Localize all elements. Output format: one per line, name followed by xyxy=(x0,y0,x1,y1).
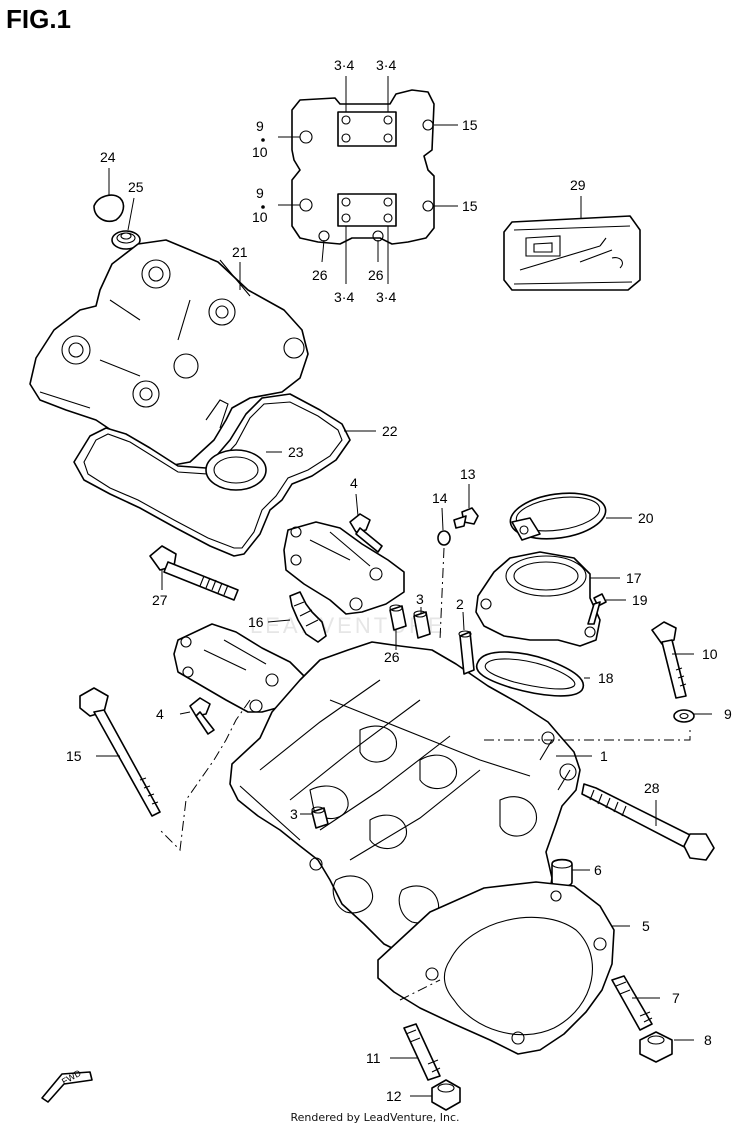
inset-label-bottom-left: 3·4 xyxy=(334,289,354,305)
callout-15: 15 xyxy=(66,748,82,764)
callout-6: 6 xyxy=(594,862,602,878)
cap-part-24 xyxy=(93,168,125,222)
callout-10: 10 xyxy=(702,646,718,662)
callout-12: 12 xyxy=(386,1088,402,1104)
callout-28: 28 xyxy=(644,780,660,796)
callout-18: 18 xyxy=(598,670,614,686)
callout-9: 9 xyxy=(724,706,732,722)
nut-part-8 xyxy=(639,1031,694,1063)
nut-part-12 xyxy=(410,1079,461,1111)
stud-part-11 xyxy=(390,1023,441,1081)
callout-25: 25 xyxy=(128,179,144,195)
bolt-part-27 xyxy=(149,545,239,601)
fwd-label: FWD xyxy=(60,1068,83,1087)
callout-17: 17 xyxy=(626,570,642,586)
dowel-part-3-upper xyxy=(413,607,431,639)
callout-11: 11 xyxy=(366,1050,381,1066)
screw-part-19 xyxy=(587,593,626,625)
washer-part-9 xyxy=(673,709,712,723)
torque-sequence-inset xyxy=(261,76,458,284)
camshaft-holder-upper xyxy=(283,521,405,615)
inset-label-9a: 9 xyxy=(256,118,264,134)
bolt-part-4-lower xyxy=(179,697,215,735)
washer-part-14 xyxy=(437,507,451,546)
inset-labels: 3·4 3·4 3·4 3·4 9 10 9 10 15 15 26 26 xyxy=(252,57,478,305)
callout-14: 14 xyxy=(432,490,448,506)
grommet-part-25 xyxy=(111,197,141,250)
inset-label-top-right: 3·4 xyxy=(376,57,396,73)
stud-part-7 xyxy=(611,975,660,1031)
callout-26: 26 xyxy=(384,649,400,665)
inset-label-top-left: 3·4 xyxy=(334,57,354,73)
callout-16: 16 xyxy=(248,614,264,630)
callout-4-upper: 4 xyxy=(350,475,358,491)
bolt-part-4-upper xyxy=(349,493,383,553)
callout-20: 20 xyxy=(638,510,654,526)
callout-29: 29 xyxy=(570,177,586,193)
inset-label-10b: 10 xyxy=(252,209,268,225)
assembly-guide-lines xyxy=(159,547,691,1001)
callout-labels: 1 2 3 3 4 4 5 6 7 8 9 10 11 12 13 14 15 … xyxy=(66,149,732,1104)
footer-credit: Rendered by LeadVenture, Inc. xyxy=(290,1111,460,1124)
callout-21: 21 xyxy=(232,244,248,260)
inset-label-15a: 15 xyxy=(462,117,478,133)
callout-4-lower: 4 xyxy=(156,706,164,722)
callout-23: 23 xyxy=(288,444,304,460)
inset-label-26a: 26 xyxy=(312,267,328,283)
bolt-part-10 xyxy=(651,621,694,699)
bolt-part-15 xyxy=(79,687,161,817)
dowel-part-26 xyxy=(389,604,407,650)
callout-3-upper: 3 xyxy=(416,591,424,607)
oring-part-23 xyxy=(205,449,282,491)
inset-label-bottom-right: 3·4 xyxy=(376,289,396,305)
clamp-part-20 xyxy=(509,492,632,541)
figure-title: FIG.1 xyxy=(6,4,72,34)
forward-direction-arrow: FWD xyxy=(41,1068,93,1103)
callout-19: 19 xyxy=(632,592,648,608)
intake-pipe-part-17 xyxy=(475,551,620,647)
bolt-part-28 xyxy=(581,783,715,861)
callout-8: 8 xyxy=(704,1032,712,1048)
inset-label-26b: 26 xyxy=(368,267,384,283)
head-gasket-part-5 xyxy=(377,881,630,1055)
callout-2: 2 xyxy=(456,596,464,612)
bolt-part-13 xyxy=(453,484,479,529)
callout-22: 22 xyxy=(382,423,398,439)
callout-24: 24 xyxy=(100,149,116,165)
inset-label-15b: 15 xyxy=(462,198,478,214)
watermark: LEADVENTURE xyxy=(250,613,446,638)
inset-label-9b: 9 xyxy=(256,185,264,201)
callout-27: 27 xyxy=(152,592,168,608)
oring-part-18 xyxy=(475,651,590,697)
callout-1: 1 xyxy=(600,748,608,764)
callout-5: 5 xyxy=(642,918,650,934)
label-decal-part-29 xyxy=(503,196,641,291)
cylinder-head-cover-part-21 xyxy=(29,239,309,467)
pipe-part-2 xyxy=(458,611,475,675)
spark-plug-part-16 xyxy=(267,591,327,643)
dowel-part-6 xyxy=(551,858,590,888)
callout-7: 7 xyxy=(672,990,680,1006)
dowel-part-3-lower xyxy=(300,806,329,829)
callout-3-lower: 3 xyxy=(290,806,298,822)
inset-label-10a: 10 xyxy=(252,144,268,160)
callout-13: 13 xyxy=(460,466,476,482)
